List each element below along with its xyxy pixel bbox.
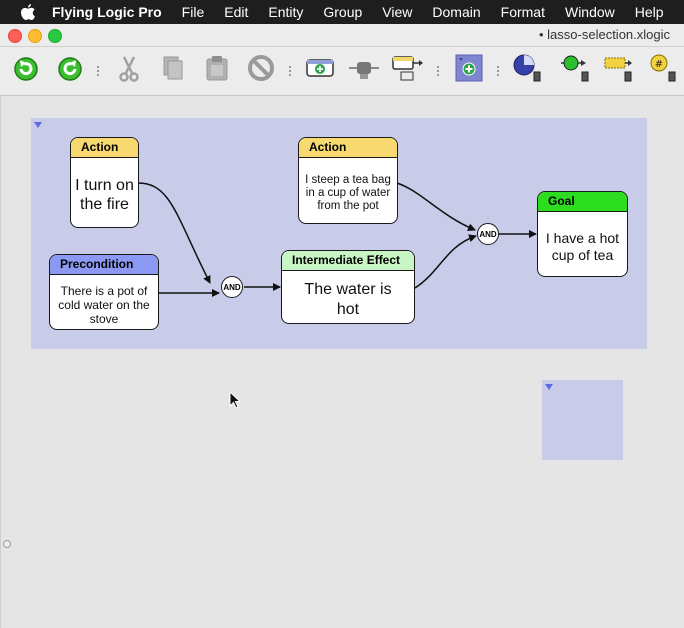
entity-type-label: Precondition	[50, 255, 158, 275]
entity-title: I turn on the fire	[75, 177, 134, 213]
menu-window[interactable]: Window	[564, 4, 615, 20]
collapse-triangle-icon[interactable]	[34, 122, 42, 128]
toolbar: #	[0, 47, 684, 96]
add-group-icon	[392, 54, 424, 87]
diagram-canvas[interactable]: Action I turn on the fire Action I steep…	[0, 96, 684, 628]
menu-entity[interactable]: Entity	[268, 4, 304, 20]
delete-icon	[247, 54, 275, 87]
entity-intermediate-water-hot[interactable]: Intermediate Effect The water is hot	[281, 250, 415, 324]
delete-button[interactable]	[246, 54, 276, 87]
add-entity-icon	[305, 54, 335, 87]
mouse-cursor-icon	[229, 390, 242, 414]
close-window-button[interactable]	[8, 29, 22, 43]
menu-domain[interactable]: Domain	[432, 4, 481, 20]
number-icon: #	[647, 53, 677, 88]
edge-weight-icon	[560, 53, 590, 88]
edge-weight-button[interactable]	[560, 55, 590, 85]
menu-file[interactable]: File	[181, 4, 205, 20]
entity-precondition-cold-water[interactable]: Precondition There is a pot of cold wate…	[49, 254, 159, 330]
entity-action-turn-on-fire[interactable]: Action I turn on the fire	[70, 137, 139, 228]
app-menu[interactable]: Flying Logic Pro	[52, 4, 162, 20]
window-titlebar: • lasso-selection.xlogic	[0, 24, 684, 47]
entity-title: There is a pot of cold water on the stov…	[58, 283, 150, 326]
number-button[interactable]: #	[647, 53, 677, 88]
new-group-button[interactable]	[454, 54, 484, 87]
edges-layer	[137, 182, 537, 297]
undo-button[interactable]	[11, 55, 41, 85]
annotation-button[interactable]	[603, 55, 633, 85]
entity-type-label: Intermediate Effect	[282, 251, 414, 271]
menu-help[interactable]: Help	[634, 4, 664, 20]
paste-icon	[203, 54, 231, 87]
entity-type-label: Action	[299, 138, 397, 158]
redo-button[interactable]	[55, 55, 85, 85]
split-handle[interactable]	[3, 540, 11, 548]
copy-button[interactable]	[158, 55, 188, 85]
empty-group[interactable]	[542, 380, 623, 460]
and-junction[interactable]: AND	[477, 223, 499, 245]
undo-icon	[12, 54, 40, 87]
entity-title: The water is hot	[304, 280, 392, 318]
collapse-triangle-icon[interactable]	[545, 384, 553, 390]
edge-intermediate-to-and2[interactable]	[414, 234, 477, 289]
copy-icon	[159, 54, 187, 87]
entity-title: I have a hot cup of tea	[545, 229, 620, 263]
entity-title: I steep a tea bag in a cup of water from…	[305, 173, 391, 212]
entity-action-steep-tea[interactable]: Action I steep a tea bag in a cup of wat…	[298, 137, 398, 224]
edge-action1-to-and1[interactable]	[137, 182, 211, 284]
insert-entity-button[interactable]	[349, 55, 379, 85]
toolbar-separator	[497, 66, 501, 76]
menu-view[interactable]: View	[382, 4, 413, 20]
entity-type-label: Goal	[538, 192, 627, 212]
toolbar-separator	[97, 66, 101, 76]
cut-icon	[115, 54, 143, 87]
zoom-window-button[interactable]	[48, 29, 62, 43]
toolbar-separator	[437, 66, 441, 76]
new-group-icon	[455, 54, 483, 87]
menu-group[interactable]: Group	[323, 4, 363, 20]
redo-icon	[56, 54, 84, 87]
annotation-icon	[603, 53, 633, 88]
minimize-window-button[interactable]	[28, 29, 42, 43]
menu-edit[interactable]: Edit	[224, 4, 249, 20]
apple-icon[interactable]	[20, 4, 36, 20]
svg-text:#: #	[655, 59, 663, 70]
insert-entity-icon	[348, 54, 380, 87]
toolbar-separator	[289, 66, 293, 76]
confidence-icon	[512, 53, 542, 88]
add-entity-button[interactable]	[305, 55, 335, 85]
and-junction[interactable]: AND	[221, 276, 243, 298]
add-group-button[interactable]	[392, 54, 424, 87]
menu-bar: Flying Logic Pro File Edit Entity Group …	[0, 0, 684, 24]
paste-button[interactable]	[202, 55, 232, 85]
edge-action2-to-and2[interactable]	[396, 182, 476, 232]
cut-button[interactable]	[114, 55, 144, 85]
window-title: • lasso-selection.xlogic	[539, 27, 670, 42]
menu-format[interactable]: Format	[500, 4, 545, 20]
confidence-button[interactable]	[512, 53, 542, 88]
entity-type-label: Action	[71, 138, 138, 158]
entity-goal-hot-tea[interactable]: Goal I have a hot cup of tea	[537, 191, 628, 277]
